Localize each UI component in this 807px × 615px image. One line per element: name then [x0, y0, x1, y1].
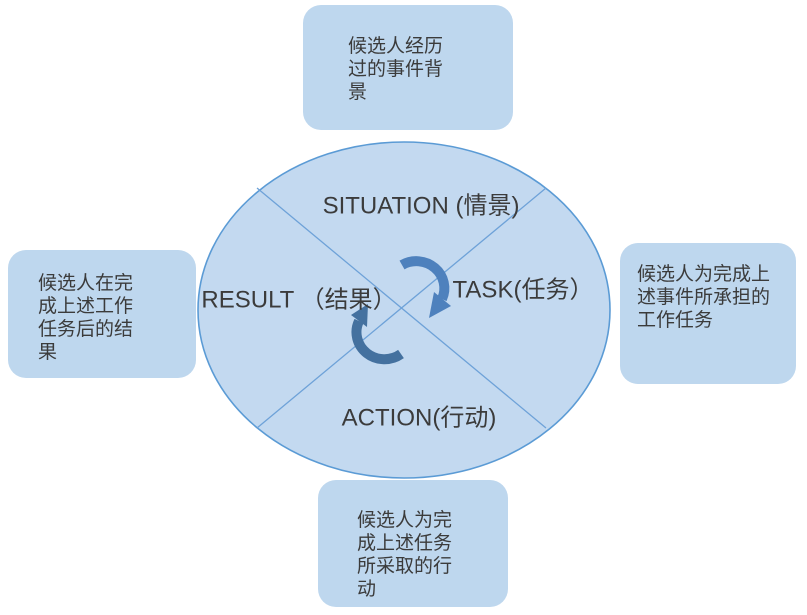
callout-line: 候选人经历 — [348, 36, 444, 57]
callout-text: 候选人为完 成上述任务 所采取的行 动 — [357, 509, 452, 601]
callout-text: 候选人为完成上 述事件所承担的 工作任务 — [637, 263, 770, 332]
quadrant-label-result: RESULT （结果） — [201, 286, 397, 314]
callout-line: 动 — [357, 579, 377, 600]
callout-task-description: 候选人为完成上 述事件所承担的 工作任务 — [620, 243, 796, 384]
callout-line: 成上述任务 — [357, 533, 453, 554]
callout-situation-description: 候选人经历 过的事件背 景 — [303, 5, 513, 130]
callout-result-description: 候选人在完 成上述工作 任务后的结 果 — [8, 250, 196, 378]
quadrant-label-action: ACTION(行动) — [341, 404, 497, 432]
quadrant-label-situation: SITUATION (情景) — [322, 192, 520, 220]
callout-line: 成上述工作 — [38, 296, 134, 317]
callout-action-description: 候选人为完 成上述任务 所采取的行 动 — [318, 480, 508, 607]
cycle-arrow-top — [399, 256, 450, 302]
callout-line: 候选人为完 — [357, 510, 453, 531]
cycle-arrow-bottom-arrowhead — [351, 304, 368, 327]
callout-line: 候选人在完 — [38, 273, 134, 294]
callout-line: 所采取的行 — [357, 556, 453, 577]
callout-text: 候选人经历 过的事件背 景 — [348, 35, 443, 104]
cycle-arrow-top-arrowhead — [429, 292, 451, 318]
callout-line: 述事件所承担的 — [637, 287, 771, 308]
callout-line: 候选人为完成上 — [637, 264, 771, 285]
callout-line: 景 — [348, 82, 368, 103]
callout-line: 工作任务 — [637, 310, 714, 331]
callout-line: 果 — [38, 342, 58, 363]
callout-text: 候选人在完 成上述工作 任务后的结 果 — [38, 272, 133, 364]
quadrant-label-task: TASK(任务） — [452, 276, 594, 304]
callout-line: 任务后的结 — [38, 319, 134, 340]
callout-line: 过的事件背 — [348, 59, 444, 80]
divider-line-ne-sw — [256, 187, 547, 429]
cycle-arrow-bottom — [351, 318, 404, 365]
